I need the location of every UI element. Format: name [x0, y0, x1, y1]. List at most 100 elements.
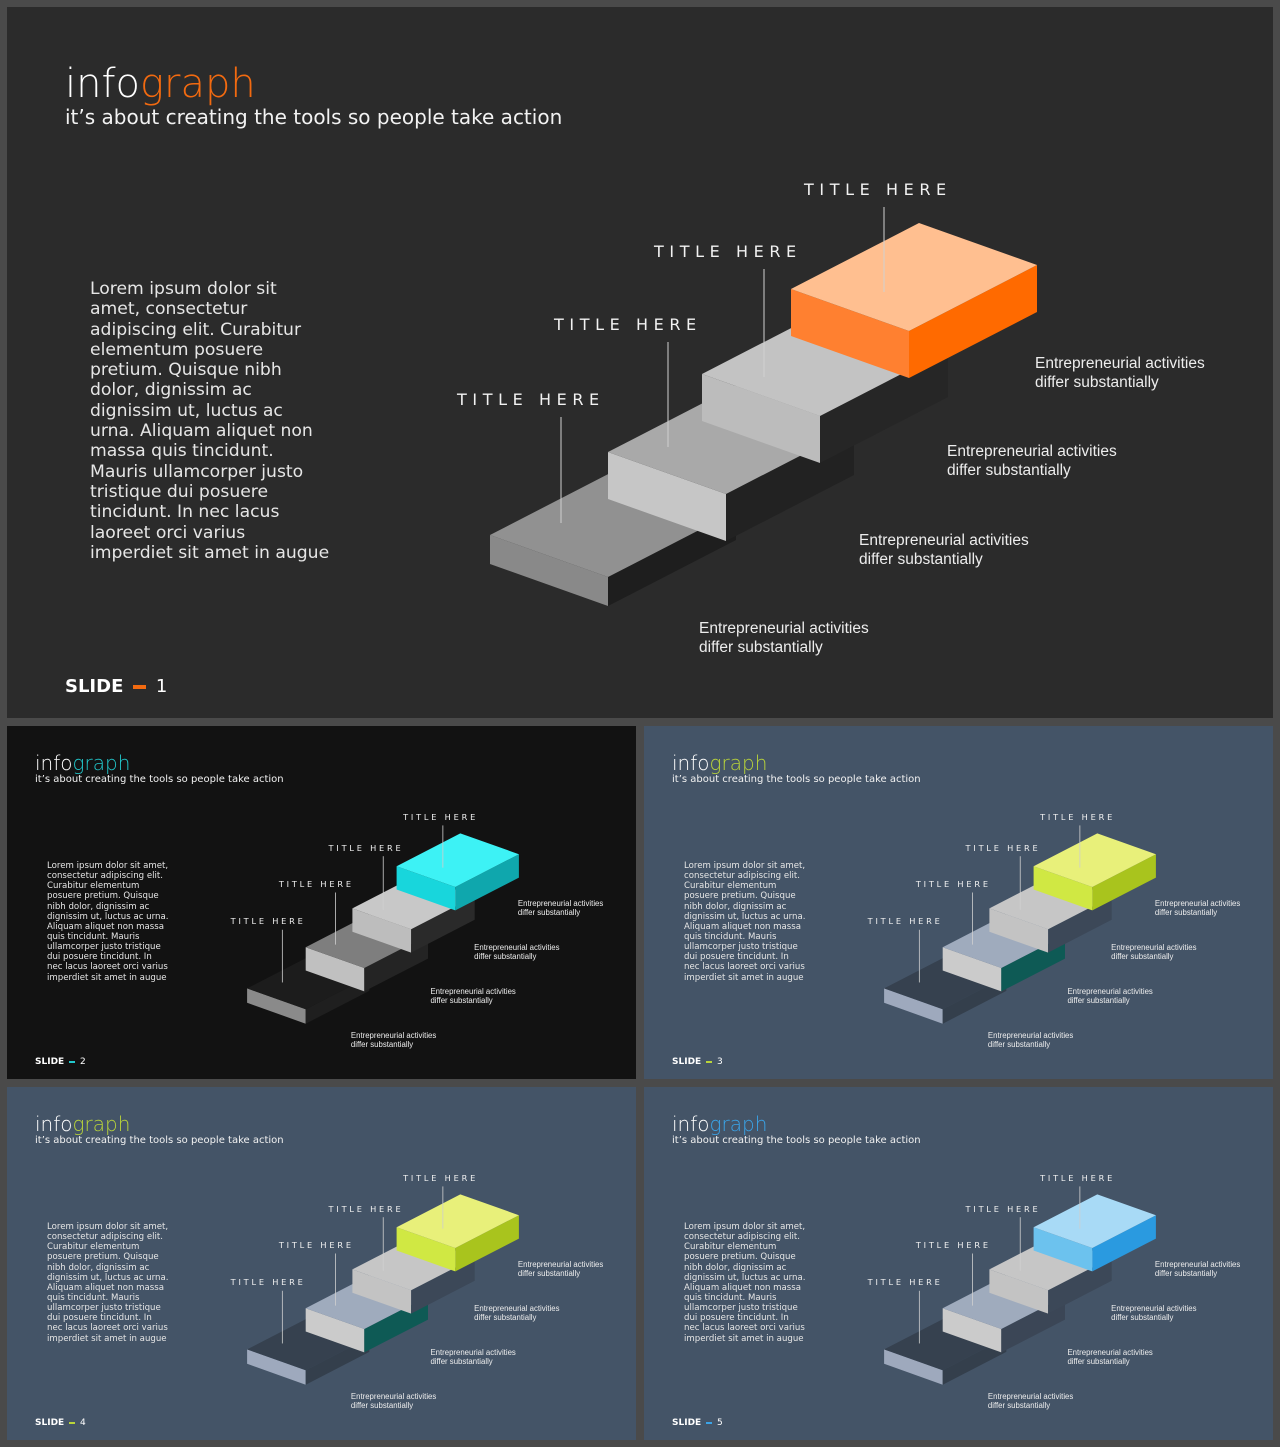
- slide-number: 3: [716, 1057, 723, 1067]
- brand-word-graph: graph: [140, 61, 256, 107]
- slide-2[interactable]: infograph it’s about creating the tools …: [7, 726, 636, 1079]
- step-3-front-face: [989, 908, 1049, 953]
- step-title-1: TITLE HERE: [457, 390, 605, 409]
- step-description-line-1: Entrepreneurial activities: [1067, 986, 1153, 996]
- brand-word-info: info: [672, 1112, 710, 1136]
- step-description-line-1: Entrepreneurial activities: [474, 942, 560, 952]
- step-description-line-2: differ substantially: [859, 550, 983, 568]
- slide-number: 4: [79, 1418, 86, 1428]
- step-2-front-face: [608, 452, 726, 541]
- brand-title: infograph: [672, 753, 767, 773]
- step-description-line-2: differ substantially: [430, 1357, 493, 1367]
- step-3-front-face: [352, 908, 412, 953]
- step-description-line-2: differ substantially: [1067, 1357, 1130, 1367]
- step-title-4: TITLE HERE: [403, 811, 479, 822]
- steps-graphic: [247, 825, 519, 1024]
- slide-label: SLIDE 4: [35, 1419, 86, 1428]
- step-description-line-1: Entrepreneurial activities: [699, 620, 869, 637]
- brand-word-info: info: [35, 1112, 73, 1136]
- step-title-1: TITLE HERE: [230, 916, 306, 927]
- step-title-2: TITLE HERE: [554, 315, 702, 334]
- step-2-front-face: [305, 947, 365, 992]
- brand-word-info: info: [65, 61, 141, 107]
- step-title-2: TITLE HERE: [915, 1240, 991, 1251]
- step-description-line-1: Entrepreneurial activities: [517, 898, 604, 908]
- step-title-4: TITLE HERE: [1040, 811, 1116, 822]
- step-title-1: TITLE HERE: [867, 916, 943, 927]
- step-title-3: TITLE HERE: [965, 842, 1041, 853]
- slide-3[interactable]: infograph it’s about creating the tools …: [644, 726, 1273, 1079]
- step-4-top-face: [396, 1194, 519, 1248]
- step-description-line-1: Entrepreneurial activities: [1111, 942, 1197, 952]
- slide-dash: [706, 1421, 713, 1424]
- step-4-side-face: [1092, 1215, 1156, 1272]
- step-description-line-2: differ substantially: [1067, 996, 1130, 1006]
- step-1-side-face: [305, 976, 370, 1024]
- slide-5[interactable]: infograph it’s about creating the tools …: [644, 1087, 1273, 1440]
- brand-word-graph: graph: [72, 1112, 131, 1136]
- step-4-front-face: [396, 866, 456, 911]
- step-4-side-face: [909, 265, 1037, 378]
- step-3-side-face: [411, 1257, 475, 1314]
- step-description-line-1: Entrepreneurial activities: [1111, 1303, 1197, 1313]
- step-description-line-1: Entrepreneurial activities: [1154, 1259, 1241, 1269]
- slide-1[interactable]: infograph it’s about creating the tools …: [7, 7, 1273, 718]
- brand-word-graph: graph: [709, 751, 768, 775]
- step-description-line-2: differ substantially: [1111, 1313, 1174, 1323]
- slide-word: SLIDE: [672, 1418, 702, 1428]
- step-description-line-2: differ substantially: [947, 461, 1071, 479]
- step-1-side-face: [942, 1337, 1007, 1385]
- slide-dash: [133, 685, 147, 689]
- step-1-front-face: [884, 1349, 943, 1385]
- step-description-line-2: differ substantially: [1111, 952, 1174, 962]
- step-description-line-1: Entrepreneurial activities: [1154, 898, 1241, 908]
- slide-number: 2: [79, 1057, 86, 1067]
- slide-dash: [69, 1421, 76, 1424]
- step-4-top-face: [791, 223, 1037, 331]
- brand-word-graph: graph: [72, 751, 131, 775]
- slide-word: SLIDE: [65, 676, 124, 697]
- step-title-2: TITLE HERE: [278, 879, 354, 890]
- step-title-1: TITLE HERE: [230, 1277, 306, 1288]
- step-description-line-1: Entrepreneurial activities: [987, 1391, 1074, 1401]
- step-description-line-1: Entrepreneurial activities: [987, 1030, 1074, 1040]
- step-description-line-2: differ substantially: [350, 1401, 414, 1410]
- step-title-3: TITLE HERE: [654, 242, 802, 261]
- step-block-4: [396, 1194, 519, 1272]
- slide-4[interactable]: infograph it’s about creating the tools …: [7, 1087, 636, 1440]
- step-block-4: [1033, 1194, 1156, 1272]
- brand-title: infograph: [65, 64, 256, 104]
- brand-word-graph: graph: [709, 1112, 768, 1136]
- step-4-front-face: [1033, 1227, 1093, 1272]
- step-description-line-2: differ substantially: [517, 908, 581, 918]
- step-description-line-1: Entrepreneurial activities: [430, 1347, 516, 1357]
- step-4-front-face: [396, 1227, 456, 1272]
- step-1-side-face: [942, 976, 1007, 1024]
- step-3-side-face: [820, 350, 948, 463]
- step-1-front-face: [247, 1349, 306, 1385]
- slide-word: SLIDE: [672, 1057, 702, 1067]
- steps-graphic: [884, 1186, 1156, 1385]
- slide-dash: [706, 1060, 713, 1063]
- step-description-line-2: differ substantially: [1154, 1269, 1218, 1279]
- step-title-2: TITLE HERE: [915, 879, 991, 890]
- step-description-line-1: Entrepreneurial activities: [517, 1259, 604, 1269]
- slide-dash: [69, 1060, 76, 1063]
- slide-label: SLIDE 5: [672, 1419, 723, 1428]
- step-description-line-2: differ substantially: [474, 1313, 537, 1323]
- step-1-side-face: [305, 1337, 370, 1385]
- step-title-3: TITLE HERE: [328, 842, 404, 853]
- brand-word-info: info: [35, 751, 73, 775]
- brand-title: infograph: [35, 1114, 130, 1134]
